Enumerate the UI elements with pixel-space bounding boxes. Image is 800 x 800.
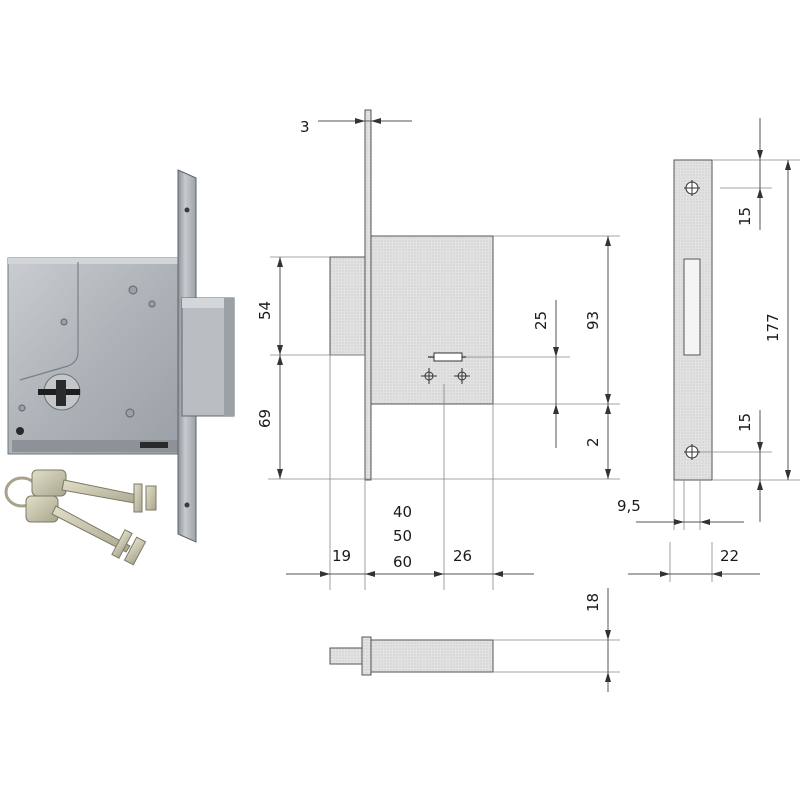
dim-backset-3: 60 [393,553,412,571]
dim-rear-depth: 26 [453,547,472,565]
bolt-pin [329,647,363,665]
dim-plate-length: 177 [764,313,782,342]
dim-plate-top-hole: 15 [736,207,754,226]
rivet-icon [60,318,68,326]
rivet-icon [16,427,24,435]
dim-faceplate-thickness: 3 [300,118,310,136]
dim-lower-height: 69 [256,409,274,428]
key-icon [25,495,147,566]
key-icon [31,469,157,513]
dim-bottom-gap: 2 [584,437,602,447]
lock-case [7,257,181,455]
rivet-icon [125,408,135,418]
dim-backset-1: 40 [393,503,412,521]
keys-photo [4,469,157,566]
dim-plate-offset: 9,5 [617,497,641,515]
lock-photo [7,169,235,543]
dim-bolt-height: 18 [584,593,602,612]
faceplate-section [364,109,372,481]
dim-plate-bottom-hole: 15 [736,413,754,432]
strike-slot [683,258,701,356]
dim-case-height: 93 [584,311,602,330]
dim-bolt-offset: 25 [532,311,550,330]
case-top [370,639,494,673]
top-view-drawing: 18 [329,588,620,692]
strike-plate-drawing: 15 177 15 9,5 22 [617,118,800,582]
dim-plate-width: 22 [720,547,739,565]
dim-backset-2: 50 [393,527,412,545]
dim-upper-height: 54 [256,301,274,320]
rivet-icon [148,300,156,308]
front-view-drawing: 3 54 69 93 25 2 40 50 60 19 26 [256,109,620,590]
rivet-icon [18,404,26,412]
faceplate-top [361,636,372,676]
bolt-section [329,256,366,356]
rivet-icon [128,285,138,295]
dim-front-depth: 19 [332,547,351,565]
